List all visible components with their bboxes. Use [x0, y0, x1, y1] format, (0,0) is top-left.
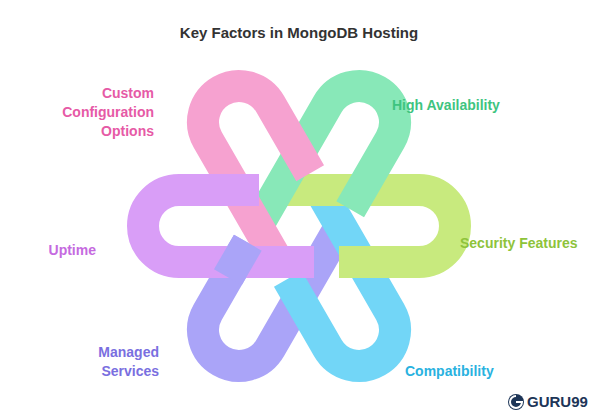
factor-label-node: High Availability: [392, 96, 542, 115]
factor-label: Uptime: [30, 241, 96, 260]
hook-overlap: [228, 243, 248, 278]
hook-shape: [190, 73, 338, 257]
hook-shape: [260, 195, 408, 379]
factor-label-node: Custom Configuration Options: [36, 84, 154, 141]
watermark: GURU99: [527, 393, 588, 410]
factor-label-node: Security Features: [460, 234, 596, 253]
factor-label-node: Compatibility: [405, 362, 535, 381]
factor-label-node: Uptime: [30, 241, 96, 260]
factor-label: Managed Services: [62, 343, 159, 381]
watermark-logo: [508, 394, 524, 410]
factor-label: Security Features: [460, 234, 596, 253]
factor-label: High Availability: [392, 96, 542, 115]
factor-label: Compatibility: [405, 362, 535, 381]
factor-label: Custom Configuration Options: [36, 84, 154, 141]
factor-label-node: Managed Services: [62, 343, 159, 381]
diagram-title: Key Factors in MongoDB Hosting: [0, 24, 598, 41]
